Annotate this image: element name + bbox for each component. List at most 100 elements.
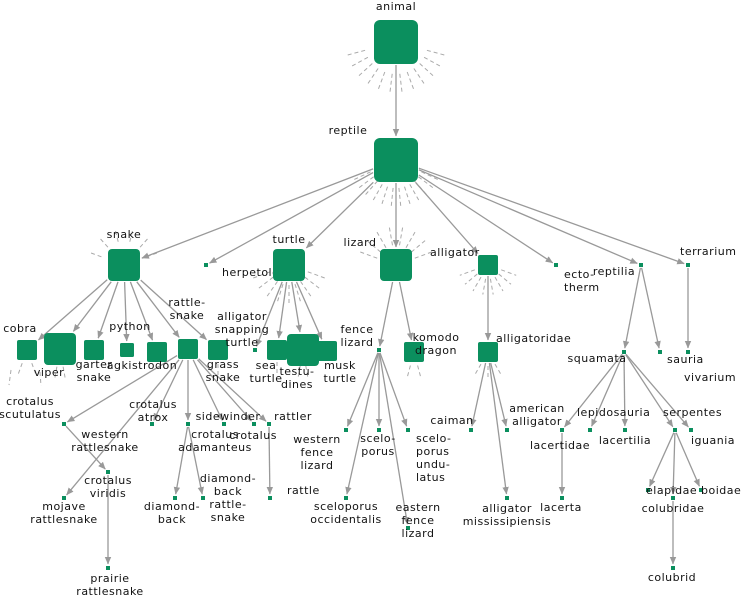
prairie-rattlesnake-node-box[interactable]: [106, 566, 110, 570]
node-reptilia[interactable]: reptilia: [593, 263, 643, 278]
iguania-node-box[interactable]: [689, 428, 693, 432]
sauria-node-box[interactable]: [658, 350, 662, 354]
node-colubrid[interactable]: colubrid: [648, 566, 696, 584]
node-viper[interactable]: viper: [34, 333, 76, 379]
reptilia-node-box[interactable]: [639, 263, 643, 267]
node-boidae[interactable]: boidae: [699, 484, 741, 497]
reptile-node-box[interactable]: [374, 138, 418, 182]
lacertilia-node-box[interactable]: [623, 428, 627, 432]
lepidosauria-node-box[interactable]: [588, 428, 592, 432]
diamondback-node-box[interactable]: [173, 496, 177, 500]
alligator-mississipiensis-node-box[interactable]: [505, 496, 509, 500]
node-elapidae[interactable]: elapidae: [646, 484, 697, 497]
lizard-node-box[interactable]: [380, 249, 412, 281]
node-rattler[interactable]: rattler: [267, 410, 312, 426]
node-rattlesnake[interactable]: rattle-snake: [168, 296, 205, 359]
agkistrodon-node-box[interactable]: [147, 342, 167, 362]
alligator-node-box[interactable]: [478, 255, 498, 275]
mojave-rattlesnake-node-box[interactable]: [62, 496, 66, 500]
garter-snake-node-box[interactable]: [84, 340, 104, 360]
diamondback-rattlesnake-node-box[interactable]: [201, 496, 205, 500]
node-caiman[interactable]: caiman: [430, 414, 473, 432]
node-lacertidae[interactable]: lacertidae: [530, 428, 590, 452]
fence-lizard-node-box[interactable]: [377, 348, 381, 352]
rattle-node-box[interactable]: [268, 496, 272, 500]
sceloporus-undulatus-node-box[interactable]: [406, 428, 410, 432]
terrarium-node-box[interactable]: [686, 263, 690, 267]
node-alligatoridae[interactable]: alligatoridae: [478, 332, 571, 362]
serpentes-node-box[interactable]: [673, 428, 677, 432]
node-serpentes[interactable]: serpentes: [663, 406, 722, 432]
node-lizard[interactable]: lizard: [344, 236, 412, 281]
crotalus-adamanteus-node-box[interactable]: [186, 422, 190, 426]
elapidae-node-box[interactable]: [646, 488, 650, 492]
node-crotalus[interactable]: crotalus: [229, 422, 277, 442]
western-fence-lizard-node-box[interactable]: [344, 428, 348, 432]
sceloporus-node-box[interactable]: [377, 428, 381, 432]
komodo-dragon-node-box[interactable]: [404, 342, 424, 362]
node-rattle[interactable]: rattle: [268, 484, 320, 500]
ectotherm-node-box[interactable]: [554, 263, 558, 267]
lacerta-node-box[interactable]: [560, 496, 564, 500]
node-testudines[interactable]: testu-dines: [279, 334, 319, 391]
sidewinder-node-box[interactable]: [222, 422, 226, 426]
node-terrarium[interactable]: terrarium: [680, 245, 736, 267]
cobra-node-box[interactable]: [17, 340, 37, 360]
musk-turtle-node-box[interactable]: [317, 341, 337, 361]
node-alligator[interactable]: alligator: [430, 246, 498, 275]
herpetology-node-box[interactable]: [204, 263, 208, 267]
turtle-node-box[interactable]: [273, 249, 305, 281]
node-vivarium[interactable]: vivarium: [684, 350, 736, 384]
crotalus-node-box[interactable]: [252, 422, 256, 426]
sceloporus-occidentalis-node-box[interactable]: [344, 496, 348, 500]
node-ectotherm[interactable]: ecto-therm: [554, 263, 600, 294]
rattler-node-box[interactable]: [267, 422, 271, 426]
node-lacertilia[interactable]: lacertilia: [599, 428, 651, 447]
node-turtle[interactable]: turtle: [273, 233, 306, 281]
node-snake[interactable]: snake: [107, 228, 142, 281]
node-animal[interactable]: animal: [374, 0, 418, 64]
crotalus-viridis-node-box[interactable]: [106, 470, 110, 474]
squamata-node-box[interactable]: [622, 350, 626, 354]
colubrid-node-box[interactable]: [671, 566, 675, 570]
node-python[interactable]: python: [109, 320, 150, 357]
caiman-node-box[interactable]: [469, 428, 473, 432]
node-lacerta[interactable]: lacerta: [540, 496, 582, 514]
snake-node-box[interactable]: [108, 249, 140, 281]
node-sidewinder[interactable]: sidewinder: [196, 410, 261, 426]
node-squamata[interactable]: squamata: [568, 350, 627, 365]
node-agkistrodon[interactable]: agkistrodon: [107, 342, 177, 372]
python-node-box[interactable]: [120, 343, 134, 357]
western-rattlesnake-node-box[interactable]: [62, 422, 66, 426]
node-reptile[interactable]: reptile: [329, 124, 418, 182]
animal-node-box[interactable]: [374, 20, 418, 64]
colubridae-node-box[interactable]: [671, 496, 675, 500]
viper-node-box[interactable]: [44, 333, 76, 365]
lacertidae-node-box[interactable]: [560, 428, 564, 432]
boidae-node-box[interactable]: [699, 488, 703, 492]
node-colubridae[interactable]: colubridae: [642, 496, 705, 515]
node-diamondback[interactable]: diamond-back: [144, 496, 200, 526]
testudines-node-box[interactable]: [287, 334, 319, 366]
node-lepidosauria[interactable]: lepidosauria: [577, 406, 650, 432]
american-alligator-node-box[interactable]: [505, 428, 509, 432]
eastern-fence-lizard-node-box[interactable]: [406, 526, 410, 530]
